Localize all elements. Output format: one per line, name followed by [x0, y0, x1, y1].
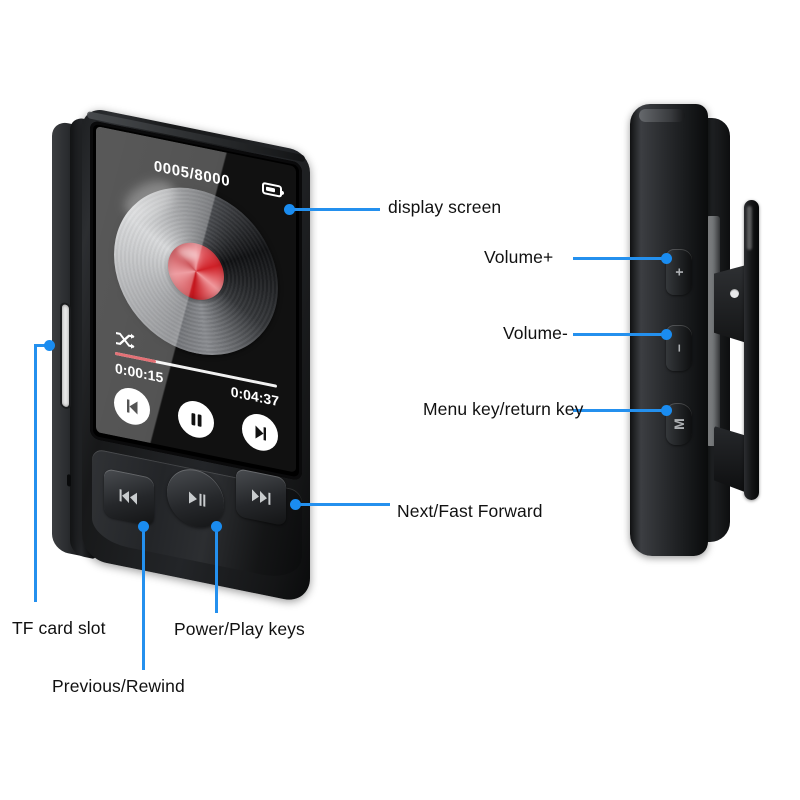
callout-dot-volume-down [661, 329, 672, 340]
side-view-device: + − M [614, 96, 794, 576]
next-fast-forward-key[interactable] [236, 468, 286, 527]
callout-dot-next-ff [290, 499, 301, 510]
album-art-vinyl-disc [114, 172, 278, 371]
callout-dot-power-play [211, 521, 222, 532]
callout-dot-display-screen [284, 204, 295, 215]
callout-line-tf-card-h [34, 344, 48, 347]
front-view-device: 0005/8000 0:00:15 0:04:37 [48, 96, 320, 605]
callout-line-menu-return [573, 409, 665, 412]
previous-track-button[interactable] [114, 384, 150, 428]
pause-button[interactable] [178, 397, 214, 442]
callout-label-next-ff: Next/Fast Forward [397, 501, 543, 521]
previous-rewind-key[interactable] [104, 468, 154, 527]
transport-controls [96, 381, 296, 458]
volume-down-glyph: − [671, 343, 687, 353]
callout-label-previous-rewind: Previous/Rewind [52, 676, 185, 696]
callout-dot-menu-return [661, 405, 672, 416]
callout-dot-tf-card [44, 340, 55, 351]
callout-label-volume-down: Volume- [503, 323, 568, 343]
vinyl-center-hub [168, 237, 224, 306]
clip-screw [730, 289, 739, 298]
callout-label-display-screen: display screen [388, 197, 502, 217]
menu-glyph: M [670, 418, 687, 430]
time-elapsed: 0:00:15 [115, 359, 164, 386]
callout-line-previous-rewind [142, 527, 145, 670]
callout-line-volume-down [573, 333, 665, 336]
callout-line-tf-card-v [34, 344, 37, 602]
callout-label-menu-return: Menu key/return key [423, 399, 584, 419]
callout-label-power-play: Power/Play keys [174, 619, 305, 639]
tf-card-slot[interactable] [62, 304, 69, 408]
shuffle-icon[interactable] [115, 330, 135, 350]
callout-line-power-play [215, 527, 218, 613]
belt-clip[interactable] [744, 200, 759, 500]
callout-label-volume-up: Volume+ [484, 247, 554, 267]
reset-pinhole [67, 474, 71, 487]
callout-line-display-screen [290, 208, 380, 211]
display-screen[interactable]: 0005/8000 0:00:15 0:04:37 [96, 126, 296, 473]
callout-line-volume-up [573, 257, 665, 260]
volume-up-glyph: + [671, 267, 687, 277]
callout-line-next-ff [296, 503, 390, 506]
callout-label-tf-card: TF card slot [12, 618, 106, 638]
callout-dot-volume-up [661, 253, 672, 264]
callout-dot-previous-rewind [138, 521, 149, 532]
next-track-button[interactable] [242, 410, 278, 455]
time-total: 0:04:37 [230, 383, 279, 410]
power-play-key[interactable] [167, 464, 224, 533]
